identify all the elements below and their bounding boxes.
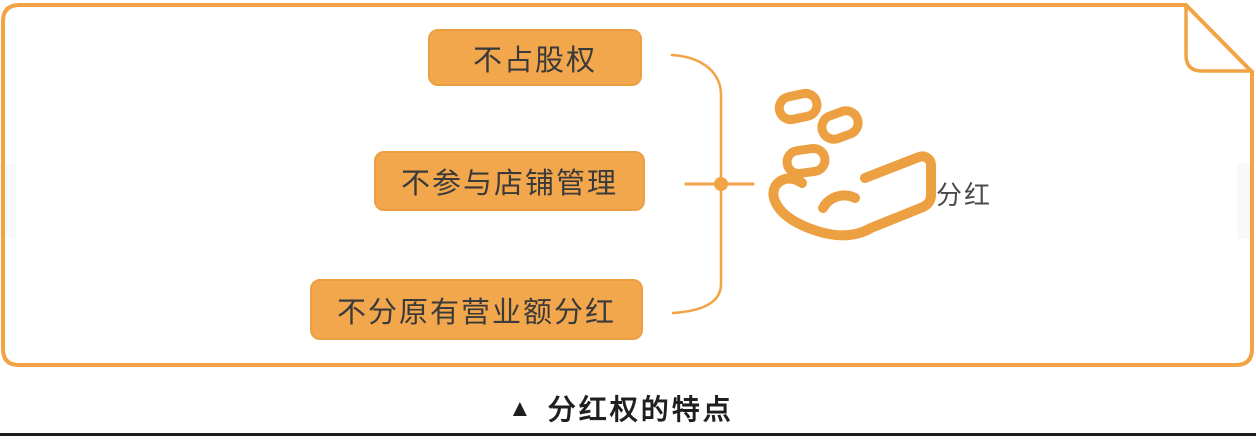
bracket-node-dot [714, 177, 728, 191]
feature-box-no-equity: 不占股权 [428, 29, 642, 86]
thumb-line [818, 190, 860, 213]
feature-box-label: 不参与店铺管理 [400, 168, 618, 200]
feature-box-label: 不占股权 [472, 44, 597, 77]
coin-icon [782, 143, 830, 179]
card-border [1, 3, 1254, 367]
coin-icon [774, 88, 822, 125]
dividend-label: 分红 [936, 180, 993, 210]
caption-text: 分红权的特点 [547, 394, 734, 425]
page-edge-artifact-right [1237, 163, 1252, 239]
folded-corner-icon [1184, 3, 1254, 73]
triangle-marker-icon: ▲ [508, 395, 532, 422]
coin-icon [817, 106, 863, 144]
feature-box-no-original-revenue: 不分原有营业额分红 [310, 279, 643, 340]
figure-caption: ▲ 分红权的特点 [508, 388, 734, 428]
feature-box-label: 不分原有营业额分红 [336, 296, 616, 329]
feature-box-no-management: 不参与店铺管理 [374, 151, 645, 211]
bracket-connector [670, 53, 755, 315]
hand-outline [768, 151, 936, 241]
bottom-divider [0, 433, 1256, 436]
hand-receiving-coins-icon [768, 88, 936, 241]
card-outline [1, 3, 1254, 367]
